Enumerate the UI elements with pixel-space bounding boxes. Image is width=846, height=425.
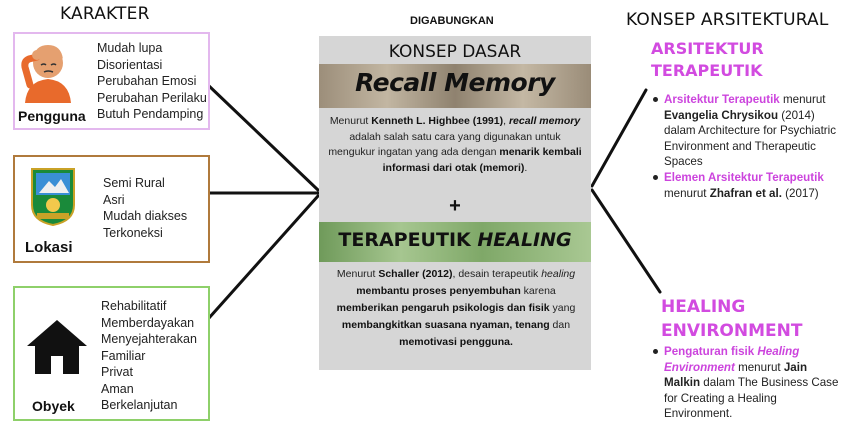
healing-environment-title: HEALING ENVIRONMENT (661, 295, 802, 343)
arsitektur-terapeutik-list: Arsitektur Terapeutik menurut Evangelia … (652, 92, 844, 201)
obyek-label: Obyek (32, 398, 75, 414)
konsep-dasar-title: KONSEP DASAR (319, 42, 591, 62)
connector-healing-environment (592, 190, 660, 292)
text-span: menurut (735, 361, 784, 374)
list-item: Aman (101, 381, 197, 398)
healing-text: Menurut Schaller (2012), desain terapeut… (325, 266, 587, 351)
bold-phrase: membantu proses penyembuhan (356, 285, 521, 297)
lokasi-box: Lokasi Semi Rural Asri Mudah diakses Ter… (13, 155, 210, 263)
list-item: Arsitektur Terapeutik menurut Evangelia … (652, 92, 844, 170)
list-item: Mudah diakses (103, 208, 187, 225)
list-item: Familiar (101, 348, 197, 365)
text-span: (2017) (782, 187, 819, 200)
sleman-emblem-icon (29, 167, 77, 227)
konsep-dasar-panel: KONSEP DASAR Recall Memory Menurut Kenne… (319, 36, 591, 370)
pink-text: Elemen Arsitektur Terapeutik (664, 171, 824, 184)
list-item: Asri (103, 192, 187, 209)
house-icon (25, 318, 89, 376)
connector-obyek (209, 196, 318, 318)
list-item: Menyejahterakan (101, 331, 197, 348)
author-name: Schaller (2012) (378, 268, 452, 280)
bold-phrase: memotivasi pengguna. (399, 336, 513, 348)
text-span: menurut (664, 187, 710, 200)
obyek-list: Rehabilitatif Memberdayakan Menyejahtera… (101, 298, 197, 414)
title-line: ARSITEKTUR (651, 38, 764, 60)
pengguna-label: Pengguna (18, 108, 86, 124)
list-item: Memberdayakan (101, 315, 197, 332)
list-item: Perubahan Perilaku (97, 90, 207, 107)
list-item: Privat (101, 364, 197, 381)
terapeutik-healing-title: TERAPEUTIK HEALING (319, 229, 591, 251)
healing-environment-list: Pengaturan fisik Healing Environment men… (652, 344, 844, 422)
recall-memory-title: Recall Memory (319, 68, 591, 97)
recall-memory-text: Menurut Kenneth L. Highbee (1991), recal… (325, 114, 585, 176)
pink-text: Pengaturan fisik (664, 345, 757, 358)
list-item: Pengaturan fisik Healing Environment men… (652, 344, 844, 422)
bold-phrase: membangkitkan suasana nyaman, tenang (342, 319, 550, 331)
header-konsep-arsitektural: KONSEP ARSITEKTURAL (626, 10, 829, 30)
title-part-italic: HEALING (477, 229, 571, 251)
arsitektur-terapeutik-title: ARSITEKTUR TERAPEUTIK (651, 38, 764, 82)
text-span: Menurut (337, 268, 378, 280)
title-line: TERAPEUTIK (651, 60, 764, 82)
pengguna-box: Pengguna Mudah lupa Disorientasi Perubah… (13, 32, 210, 130)
header-digabungkan: DIGABUNGKAN (410, 15, 494, 27)
term: recall memory (509, 115, 580, 127)
text-span: . (524, 162, 527, 174)
list-item: Disorientasi (97, 57, 207, 74)
pengguna-list: Mudah lupa Disorientasi Perubahan Emosi … (97, 40, 207, 123)
text-span: , desain terapeutik (452, 268, 541, 280)
text-span: Menurut (330, 115, 371, 127)
text-span: yang (550, 302, 576, 314)
connector-arsitektur-terapeutik (592, 90, 646, 186)
plus-sign: + (319, 196, 591, 216)
title-line: HEALING (661, 295, 802, 319)
author-name: Zhafran et al. (710, 187, 782, 200)
text-span: menurut (780, 93, 826, 106)
text-span: karena (521, 285, 556, 297)
title-part: TERAPEUTIK (338, 229, 477, 251)
connector-pengguna (208, 85, 318, 190)
list-item: Perubahan Emosi (97, 73, 207, 90)
lokasi-label: Lokasi (25, 239, 73, 256)
list-item: Butuh Pendamping (97, 106, 207, 123)
list-item: Semi Rural (103, 175, 187, 192)
author-name: Kenneth L. Highbee (1991) (371, 115, 503, 127)
list-item: Terkoneksi (103, 225, 187, 242)
text-span: dan (550, 319, 570, 331)
list-item: Mudah lupa (97, 40, 207, 57)
list-item: Rehabilitatif (101, 298, 197, 315)
pink-text: Arsitektur Terapeutik (664, 93, 780, 106)
header-karakter: KARAKTER (60, 4, 150, 24)
list-item: Elemen Arsitektur Terapeutik menurut Zha… (652, 170, 844, 201)
term: healing (541, 268, 575, 280)
title-line: ENVIRONMENT (661, 319, 802, 343)
healing-banner: TERAPEUTIK HEALING (319, 222, 591, 262)
lokasi-list: Semi Rural Asri Mudah diakses Terkoneksi (103, 175, 187, 241)
obyek-box: Obyek Rehabilitatif Memberdayakan Menyej… (13, 286, 210, 421)
recall-banner: Recall Memory (319, 64, 591, 108)
list-item: Berkelanjutan (101, 397, 197, 414)
bold-phrase: memberikan pengaruh psikologis dan fisik (337, 302, 550, 314)
confused-person-icon (17, 37, 79, 103)
author-name: Evangelia Chrysikou (664, 109, 778, 122)
